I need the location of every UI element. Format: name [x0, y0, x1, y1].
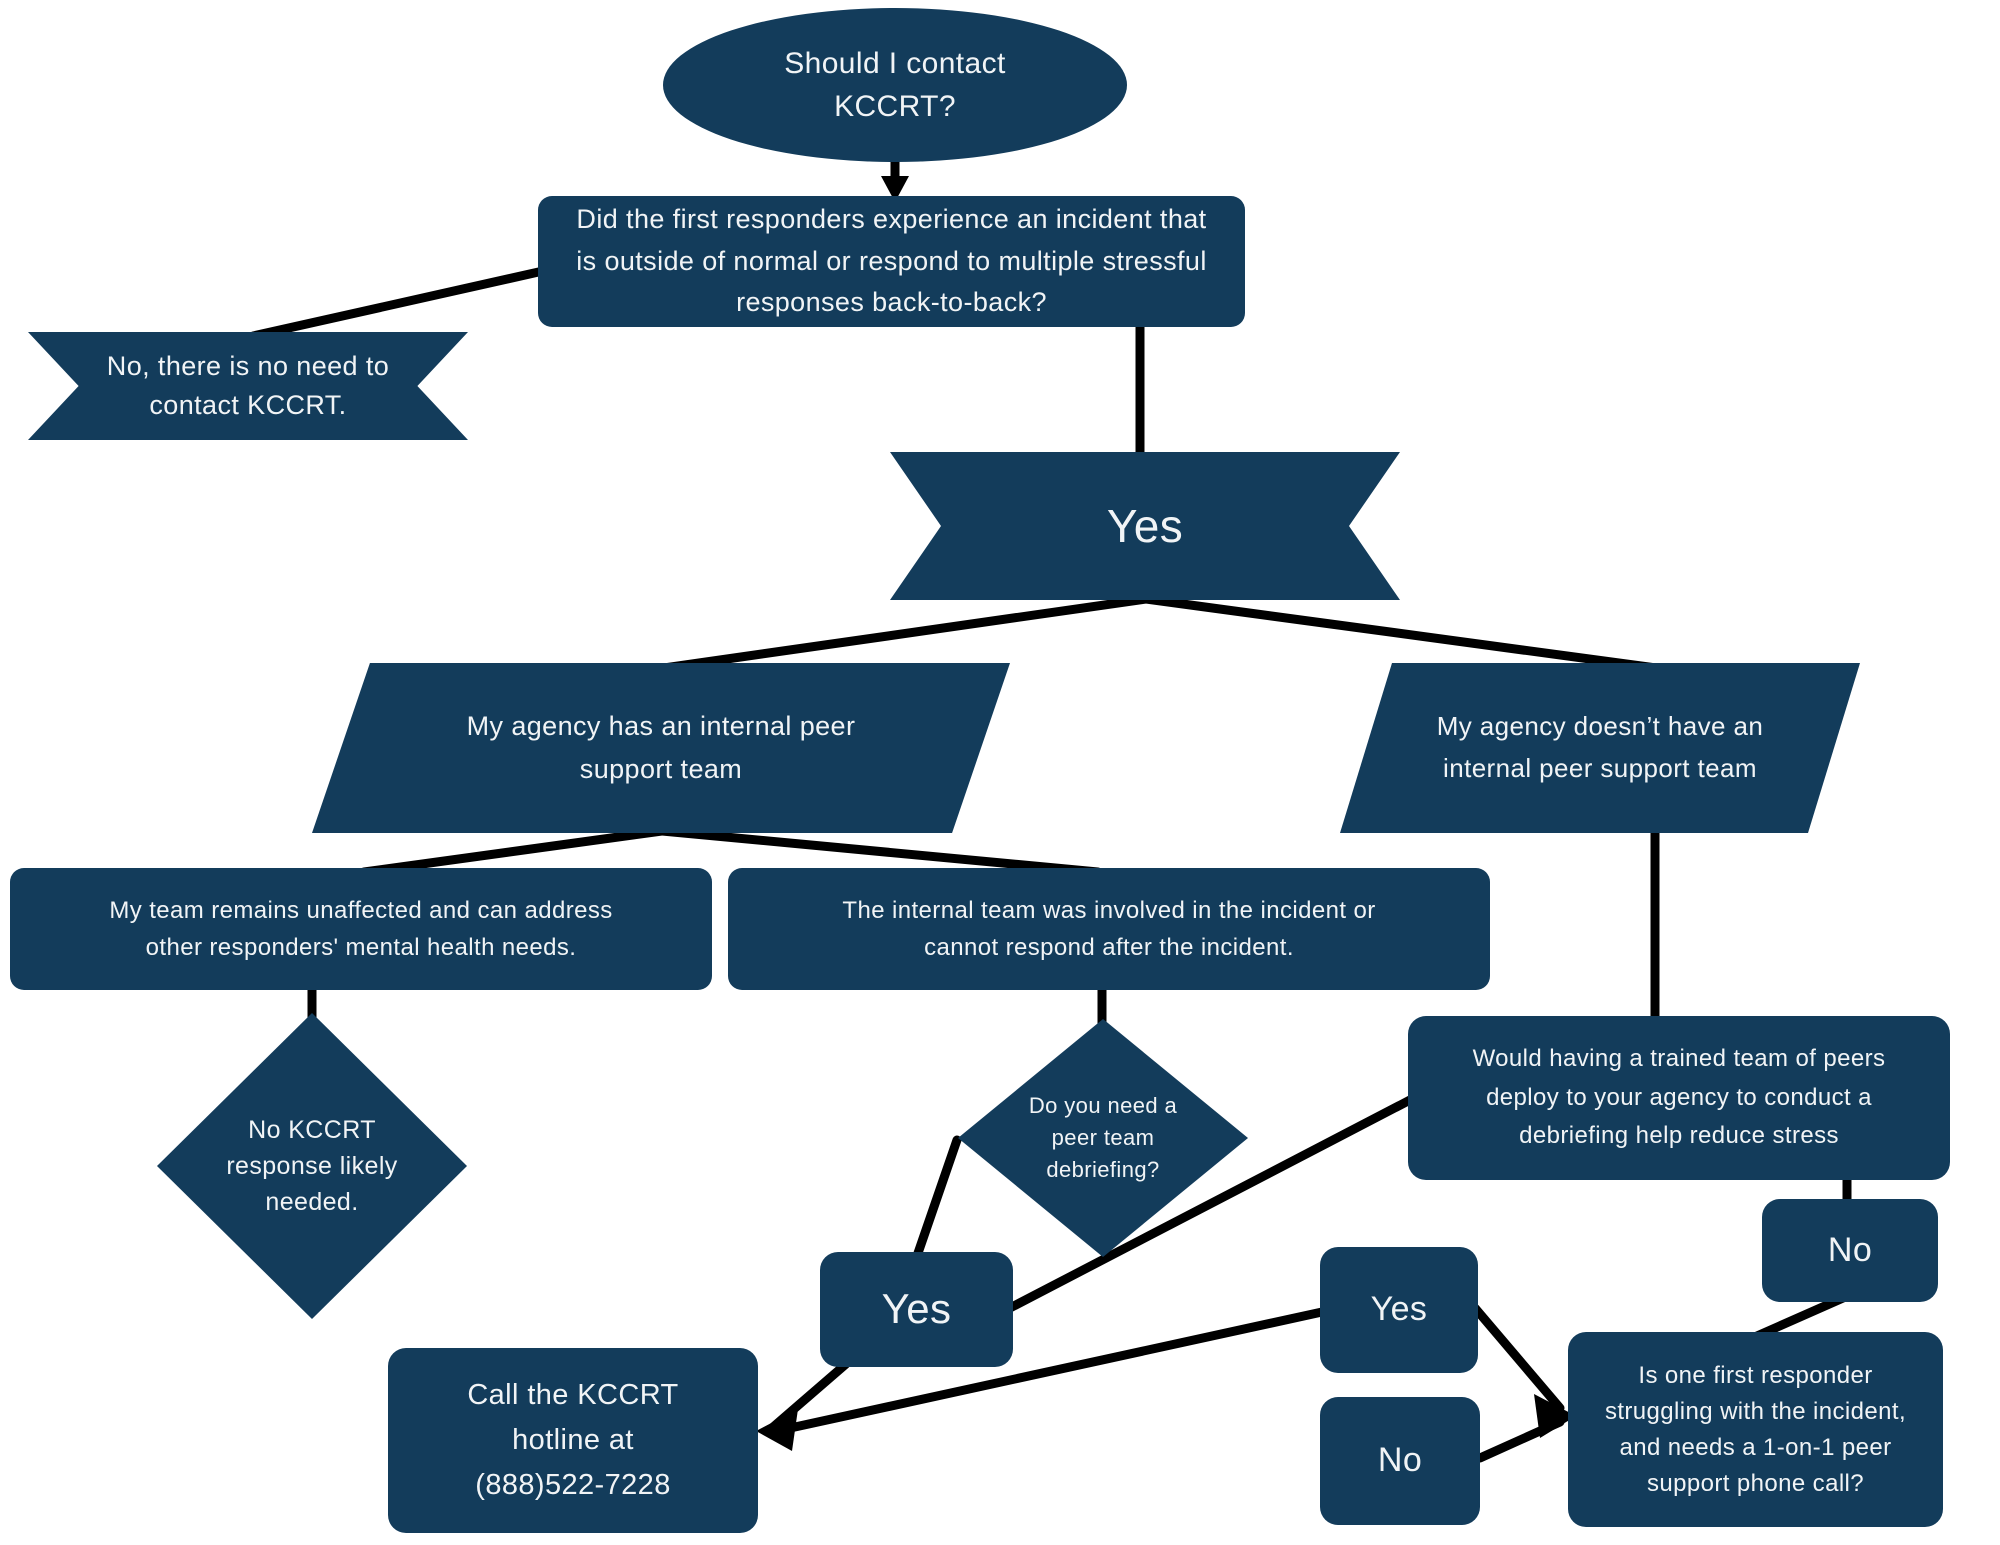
- call-hotline-label: Call the KCCRT hotline at (888)522-7228: [467, 1379, 679, 1501]
- no-response-needed-label: No KCCRT response likely needed.: [226, 1115, 398, 1217]
- team-unaffected-box: My team remains unaffected and can addre…: [10, 868, 712, 990]
- one-responder-struggling-label: Is one first responder struggling with t…: [1604, 1361, 1907, 1497]
- connector: [1141, 594, 1661, 673]
- agency-has-team-label: My agency has an internal peer support t…: [466, 710, 856, 784]
- connector: [767, 1307, 1327, 1437]
- call-hotline-box: Call the KCCRT hotline at (888)522-7228: [388, 1348, 758, 1533]
- yes-banner: Yes: [890, 452, 1400, 600]
- would-debriefing-help-box: Would having a trained team of peers dep…: [1408, 1016, 1950, 1180]
- agency-no-team-parallelogram: My agency doesn’t have an internal peer …: [1340, 663, 1860, 833]
- struggle-no-box: No: [1320, 1397, 1480, 1525]
- one-responder-struggling-box: Is one first responder struggling with t…: [1568, 1332, 1943, 1527]
- question-incident-label: Did the first responders experience an i…: [576, 203, 1207, 318]
- no-need-banner: No, there is no need to contact KCCRT.: [28, 332, 468, 440]
- agency-no-team-label: My agency doesn’t have an internal peer …: [1436, 711, 1764, 783]
- connector: [912, 1135, 962, 1261]
- deploy-no-box: No: [1762, 1199, 1938, 1302]
- start-ellipse: Should I contact KCCRT?: [663, 8, 1127, 162]
- connector: [657, 826, 1103, 877]
- connector: [1470, 1303, 1565, 1413]
- arrowhead-right: [1534, 1394, 1576, 1438]
- yes-banner-label: Yes: [1106, 499, 1184, 552]
- connector: [659, 594, 1151, 673]
- agency-has-team-parallelogram: My agency has an internal peer support t…: [312, 663, 1010, 833]
- team-unaffected-label: My team remains unaffected and can addre…: [109, 896, 613, 961]
- connector: [1752, 1293, 1848, 1341]
- struggle-yes-label: Yes: [1370, 1290, 1428, 1329]
- connector: [248, 266, 548, 341]
- start-label: Should I contact KCCRT?: [784, 46, 1006, 124]
- connector: [359, 826, 667, 877]
- team-involved-label: The internal team was involved in the in…: [842, 896, 1376, 961]
- struggle-yes-box: Yes: [1320, 1247, 1478, 1373]
- debrief-yes-label: Yes: [881, 1285, 952, 1333]
- deploy-no-label: No: [1827, 1230, 1873, 1269]
- arrowhead-left: [756, 1409, 798, 1451]
- struggle-no-label: No: [1377, 1441, 1423, 1480]
- connector: [1005, 1095, 1415, 1313]
- would-debriefing-help-label: Would having a trained team of peers dep…: [1472, 1045, 1886, 1150]
- no-need-label: No, there is no need to contact KCCRT.: [106, 350, 390, 420]
- question-incident-box: Did the first responders experience an i…: [538, 196, 1245, 327]
- debrief-yes-box: Yes: [820, 1252, 1013, 1367]
- team-involved-box: The internal team was involved in the in…: [728, 868, 1490, 990]
- arrowhead-down: [881, 176, 909, 202]
- need-debriefing-label: Do you need a peer team debriefing?: [1028, 1093, 1178, 1182]
